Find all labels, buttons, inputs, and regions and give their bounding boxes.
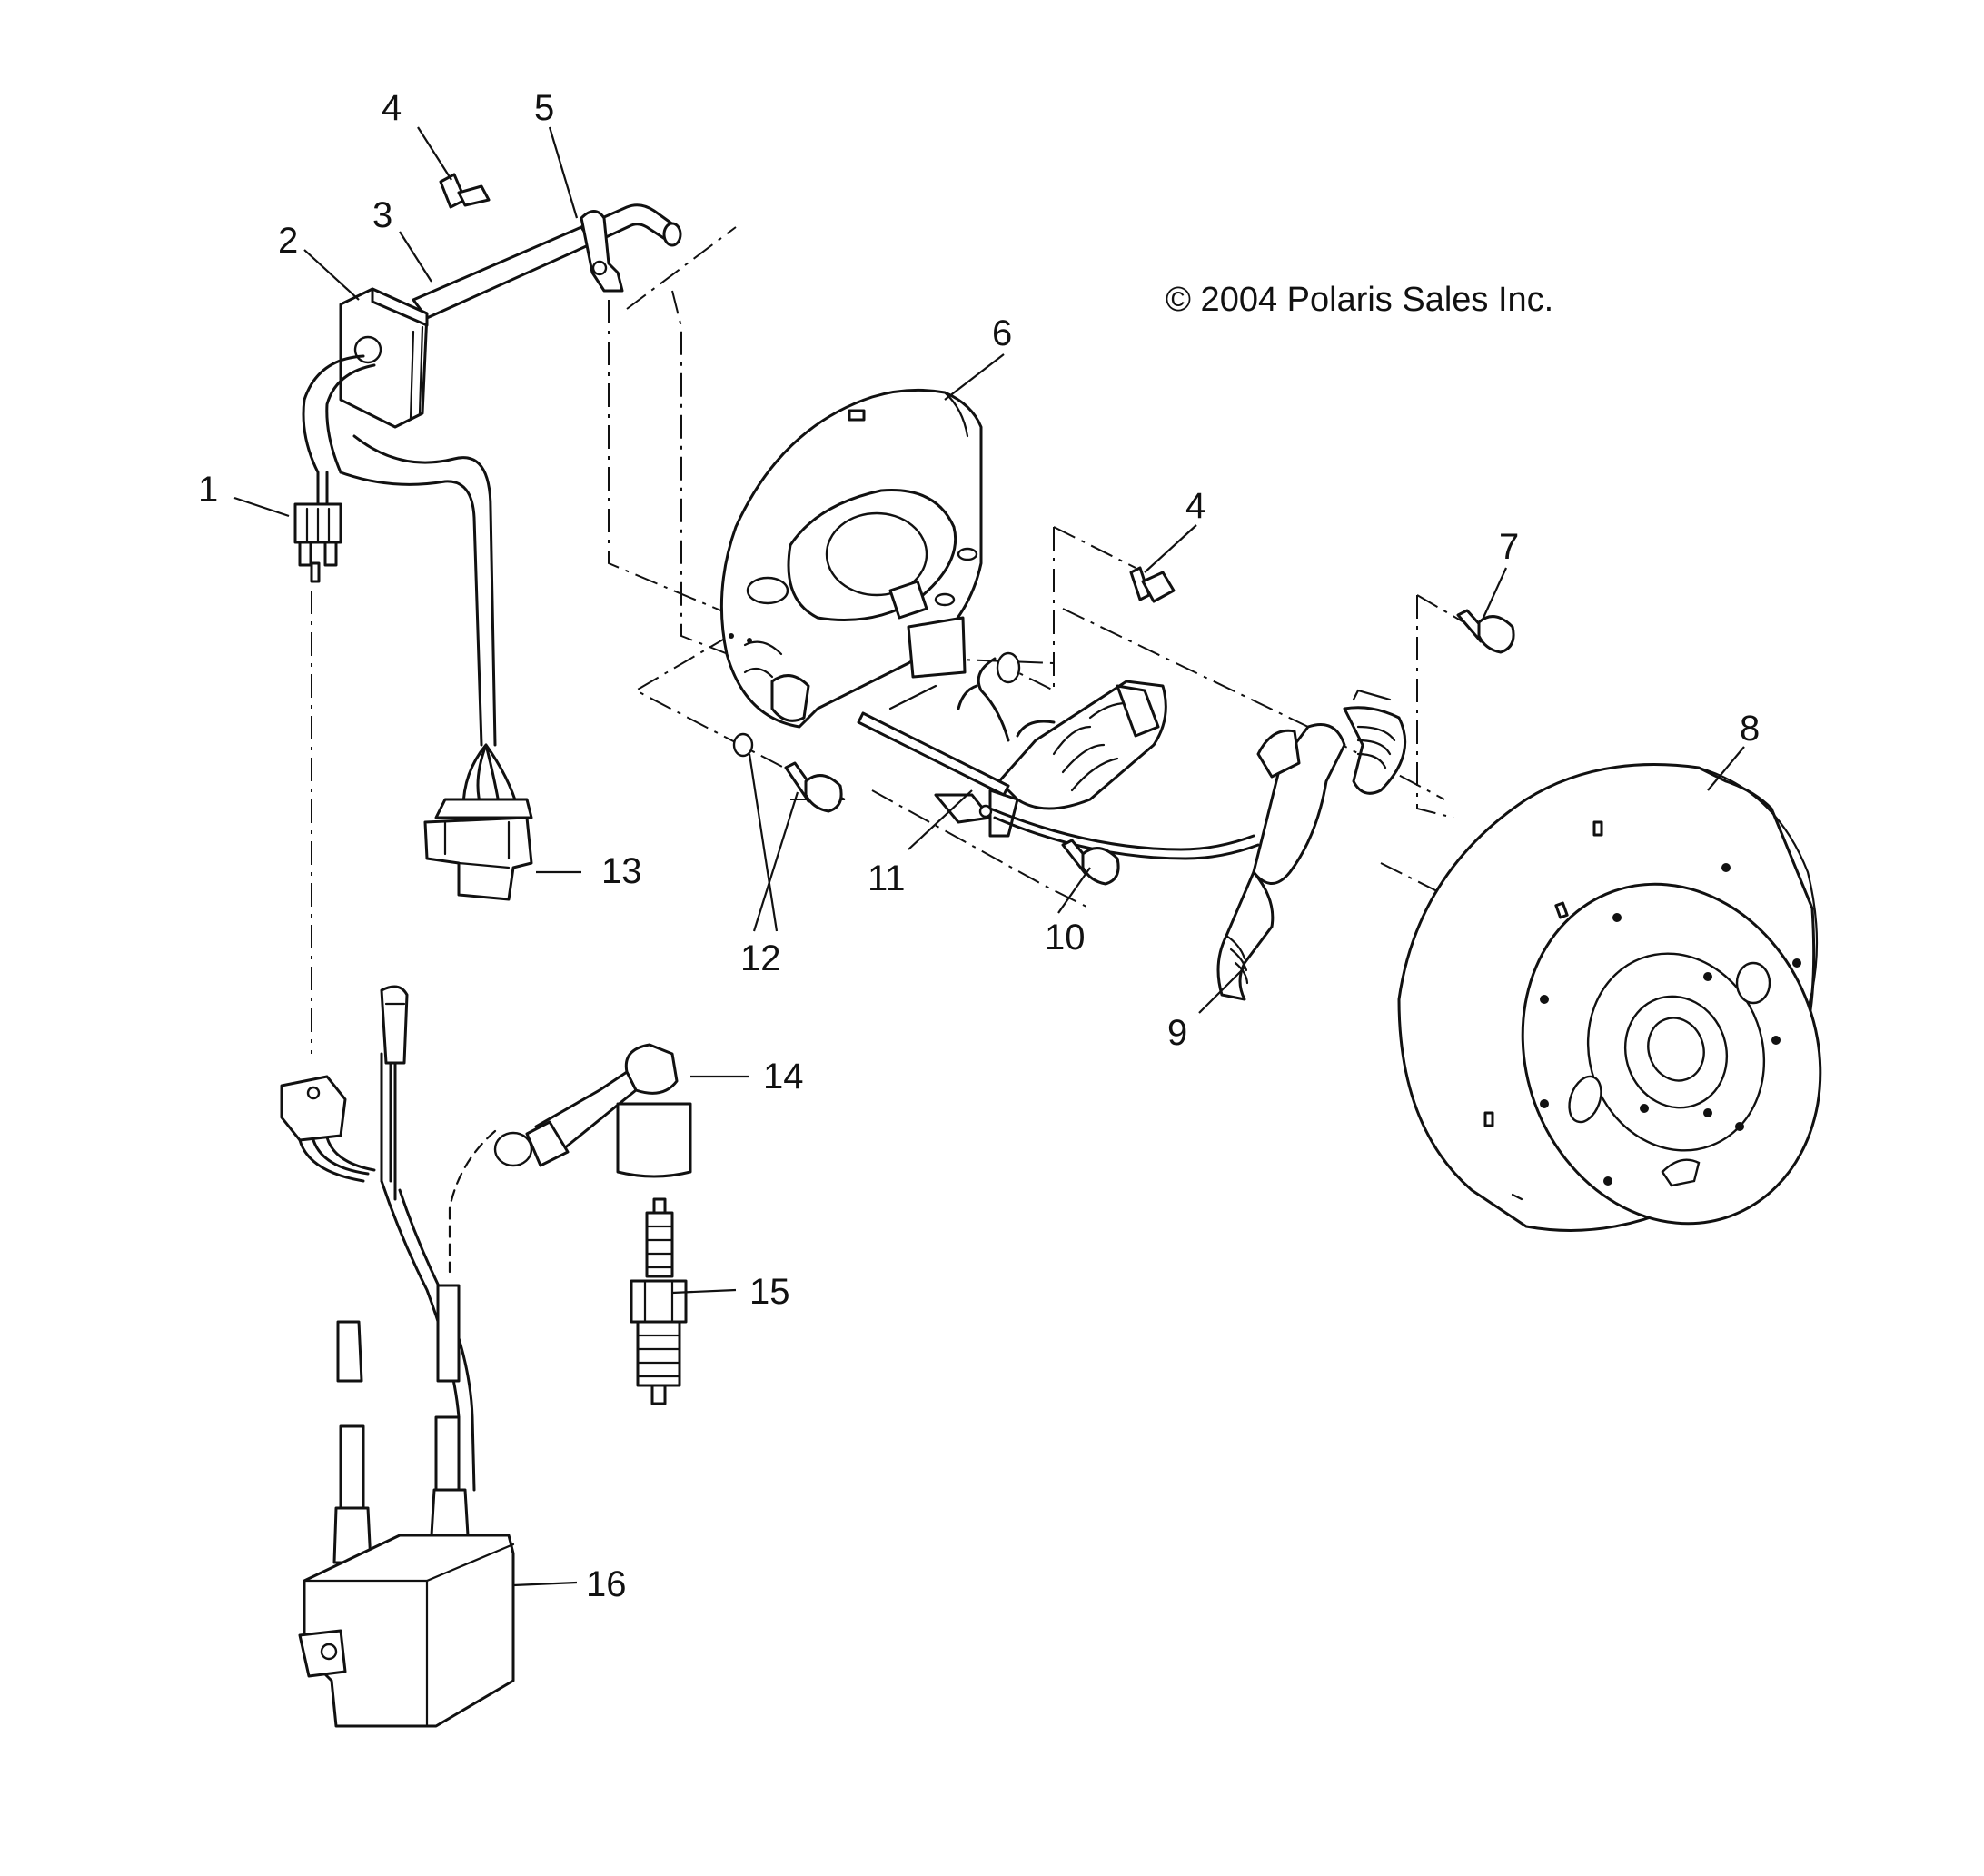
plug-cap (493, 1043, 692, 1178)
harness-wires (302, 354, 497, 747)
copyright-text: © 2004 Polaris Sales Inc. (1166, 281, 1553, 319)
callout-9: 9 (1167, 1013, 1187, 1053)
callout-10: 10 (1045, 918, 1086, 958)
callout-11: 11 (868, 859, 906, 898)
callout-5: 5 (534, 88, 554, 128)
callout-15: 15 (749, 1272, 790, 1312)
screw-right (1456, 609, 1515, 654)
callout-13: 13 (601, 851, 642, 891)
screw-coil (1061, 839, 1120, 886)
washer-screw (732, 651, 1021, 813)
callout-4-middle: 4 (1185, 486, 1205, 526)
callout-6: 6 (992, 313, 1012, 353)
callout-1: 1 (198, 470, 218, 510)
pickup-coil (857, 657, 1167, 838)
callout-3: 3 (372, 195, 392, 235)
callout-12: 12 (740, 938, 781, 978)
clamp (580, 210, 624, 293)
harness-plug (423, 743, 533, 901)
flywheel (1397, 763, 1822, 1232)
callouts: 1 2 3 4 5 6 4 7 8 9 10 11 12 13 14 15 16 (198, 88, 1760, 1604)
stator-plate (719, 388, 983, 729)
spark-plug (630, 1197, 688, 1405)
ignition-connector (280, 985, 409, 1183)
stator-coil (1216, 689, 1407, 1001)
connector (293, 502, 342, 583)
callout-4-upper: 4 (382, 88, 402, 128)
screw-upper (439, 173, 491, 209)
callout-7: 7 (1499, 527, 1519, 567)
callout-2: 2 (278, 221, 298, 261)
callout-16: 16 (586, 1564, 627, 1604)
leader-lines (233, 126, 1745, 1587)
screw-middle (1129, 566, 1176, 603)
ignition-coil (298, 1284, 515, 1728)
callout-8: 8 (1740, 709, 1760, 749)
callout-14: 14 (763, 1057, 804, 1097)
harness-tube (412, 203, 682, 320)
coil-lead (988, 807, 1260, 860)
